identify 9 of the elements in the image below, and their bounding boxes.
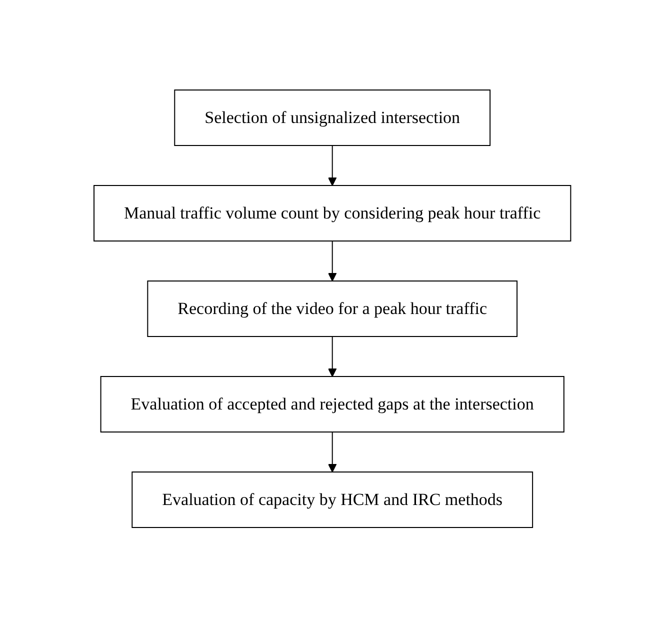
arrow (328, 240, 337, 282)
node-box: Manual traffic volume count by considering peak hour traffic (94, 184, 572, 242)
node-box: Recording of the video for a peak hour traffic (147, 280, 518, 337)
node-box: Selection of unsignalized intersection (174, 89, 491, 146)
node-box: Evaluation of capacity by HCM and IRC methods (132, 471, 534, 528)
arrow (328, 431, 337, 472)
node-box: Evaluation of accepted and rejected gaps at the intersection (100, 376, 565, 432)
arrow (328, 336, 337, 377)
arrow (328, 144, 337, 186)
